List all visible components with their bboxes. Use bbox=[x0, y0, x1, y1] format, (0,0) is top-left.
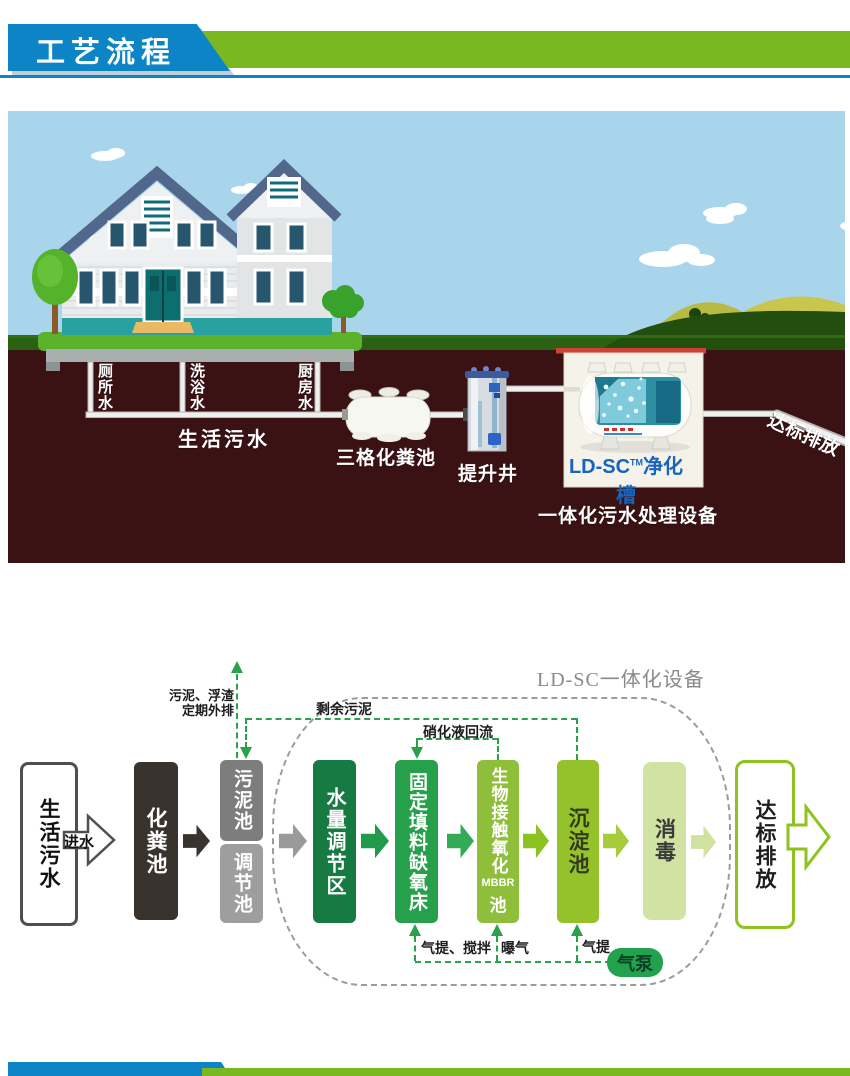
scene-illustration bbox=[8, 111, 845, 563]
final-discharge-arrow bbox=[786, 802, 831, 872]
nitrate-return-arrowhead bbox=[411, 747, 423, 759]
node-disinfect-label: 消毒 bbox=[652, 818, 677, 864]
air-line-anoxic bbox=[414, 936, 416, 961]
sludge-out-label: 污泥、浮渣 定期外排 bbox=[150, 688, 234, 718]
tower-vent bbox=[267, 177, 301, 207]
right-bush bbox=[322, 285, 364, 333]
house-platform bbox=[38, 332, 362, 371]
sludge-out-label-1: 污泥、浮渣 bbox=[168, 688, 234, 703]
air-arrowhead-sediment bbox=[571, 924, 583, 936]
left-tree bbox=[32, 249, 78, 334]
sludge-out-line bbox=[236, 674, 238, 758]
node-bio: 生物接触氧化 MBBR 池 bbox=[477, 760, 519, 923]
inflow-label: 进水 bbox=[63, 835, 94, 851]
node-regulating-label: 调节池 bbox=[231, 852, 252, 915]
excess-sludge-arrowhead bbox=[240, 747, 252, 759]
air-pump-box: 气泵 bbox=[607, 948, 663, 977]
node-regulating: 调节池 bbox=[220, 844, 263, 923]
air-arrowhead-bio bbox=[491, 924, 503, 936]
pipe-label-bath: 洗浴水 bbox=[188, 363, 205, 411]
node-bio-label-bottom: 池 bbox=[489, 896, 507, 915]
next-banner-blue bbox=[8, 1062, 230, 1076]
excess-sludge-label: 剩余污泥 bbox=[316, 703, 372, 718]
sludge-out-label-2: 定期外排 bbox=[181, 703, 234, 718]
node-anoxic-label: 固定填料缺氧床 bbox=[406, 771, 427, 912]
lift-well-label: 提升井 bbox=[457, 464, 518, 485]
equipment-boundary bbox=[272, 697, 731, 986]
node-sludge-label: 污泥池 bbox=[231, 769, 252, 832]
device-label: 一体化污水处理设备 bbox=[538, 506, 719, 527]
nitrate-return-label: 硝化液回流 bbox=[423, 726, 493, 741]
nitrate-return-line-right bbox=[497, 738, 499, 760]
node-septic-label: 化粪池 bbox=[144, 806, 168, 876]
flow-arrow bbox=[183, 824, 210, 858]
house bbox=[40, 159, 342, 335]
tank-name: 净化槽 bbox=[616, 456, 684, 507]
node-influent-label: 生活污水 bbox=[37, 798, 61, 890]
air-arrowhead-anoxic bbox=[409, 924, 421, 936]
inflow-arrow bbox=[62, 813, 116, 867]
next-banner-green bbox=[202, 1068, 850, 1076]
tank-lids bbox=[587, 362, 687, 373]
lower-windows bbox=[76, 268, 227, 307]
excess-sludge-line-right bbox=[576, 718, 578, 760]
septic-tank-label: 三格化粪池 bbox=[335, 448, 436, 469]
pipe-label-kitchen: 厨房水 bbox=[296, 363, 313, 411]
node-sludge: 污泥池 bbox=[220, 760, 263, 841]
air-line-sediment bbox=[576, 936, 578, 961]
underground bbox=[8, 350, 845, 563]
pipe-label-toilet: 厕所水 bbox=[96, 363, 113, 411]
airlift-stir-label: 气提、搅拌 bbox=[421, 942, 491, 957]
page-title: 工艺流程 bbox=[36, 37, 177, 69]
upper-windows bbox=[107, 220, 217, 250]
airlift-label: 气提 bbox=[582, 941, 610, 956]
tank-tm: TM bbox=[630, 457, 644, 468]
aeration-label: 曝气 bbox=[501, 942, 529, 957]
node-disinfect: 消毒 bbox=[643, 762, 686, 920]
purification-tank-label: LD-SCTM净化槽 bbox=[565, 450, 687, 508]
node-bio-label-mbbr: MBBR bbox=[481, 877, 515, 889]
tower-windows bbox=[253, 222, 307, 306]
lift-well bbox=[465, 366, 509, 452]
excess-sludge-line bbox=[246, 718, 577, 720]
sludge-out-arrowhead bbox=[231, 661, 243, 673]
purification-tank-box bbox=[556, 348, 706, 488]
air-line bbox=[415, 961, 611, 963]
nitrate-return-line-left bbox=[416, 738, 418, 748]
node-sediment-label: 沉淀池 bbox=[566, 807, 590, 876]
sewage-pipes bbox=[85, 361, 780, 418]
node-anoxic: 固定填料缺氧床 bbox=[395, 760, 438, 923]
banner-green-bar bbox=[200, 31, 850, 68]
node-septic: 化粪池 bbox=[134, 762, 178, 920]
equipment-boundary-label: LD-SC一体化设备 bbox=[537, 669, 705, 691]
tank-brand: LD-SC bbox=[568, 456, 631, 478]
node-flow-reg: 水量调节区 bbox=[313, 760, 356, 923]
septic-tank bbox=[342, 387, 469, 442]
air-line-bio bbox=[496, 936, 498, 961]
sewage-label: 生活污水 bbox=[178, 429, 270, 451]
tank-cutaway bbox=[595, 377, 681, 425]
discharge-pipe bbox=[772, 409, 845, 447]
node-sediment: 沉淀池 bbox=[557, 760, 599, 923]
nitrate-return-line bbox=[417, 738, 498, 740]
node-flow-reg-label: 水量调节区 bbox=[323, 786, 345, 897]
front-door bbox=[132, 266, 194, 333]
node-discharge-label: 达标排放 bbox=[753, 798, 777, 891]
node-bio-label-top: 生物接触氧化 bbox=[488, 767, 508, 875]
banner-blue-shape bbox=[8, 24, 230, 71]
excess-sludge-line-left bbox=[245, 718, 247, 748]
banner-underline bbox=[0, 75, 850, 78]
tank-markings bbox=[604, 428, 633, 431]
